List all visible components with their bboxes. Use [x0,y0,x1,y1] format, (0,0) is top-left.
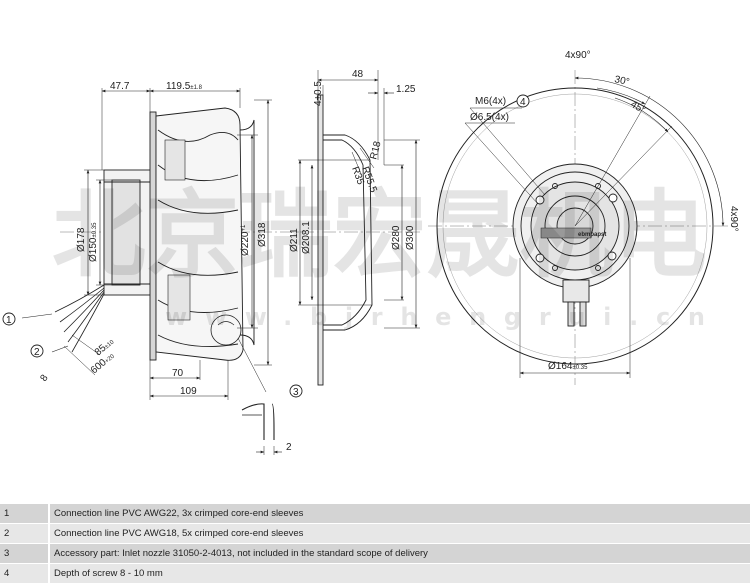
dim-119-5: 119.5±1.8 [166,81,203,92]
legend-num: 3 [0,543,50,564]
dim-4-5: 4±0.5 [313,81,324,106]
radius-18: R18 [368,140,383,161]
dim-2: 2 [286,442,292,453]
watermark-chinese: 北京瑞宏晟机电 [52,181,707,291]
dim-280: Ø280 [391,225,402,250]
legend-text: Connection line PVC AWG22, 3x crimped co… [49,504,750,524]
dim-30-deg: 30° [613,74,630,88]
dim-318: Ø318 [257,222,268,247]
legend-row: 4 Depth of screw 8 - 10 mm [0,563,750,584]
legend-num: 2 [0,523,50,544]
dim-150: Ø150±0.35 [88,222,99,262]
detail-circle [210,314,242,346]
svg-text:4: 4 [520,97,526,108]
dim-4x90-vertical: 4x90° [728,206,739,232]
svg-text:1: 1 [6,315,12,326]
dim-8: 8 [38,372,50,383]
dim-47-7: 47.7 [110,81,130,92]
dim-211: Ø211 [289,228,300,252]
ebmpapst-logo: ebmpapst [578,232,606,238]
legend-num: 4 [0,563,50,584]
hole-6-5: Ø6.5(4x) [470,112,509,123]
dim-48: 48 [352,69,364,80]
dim-220: Ø220+1 [240,224,251,256]
legend-text: Connection line PVC AWG18, 5x crimped co… [49,523,750,544]
legend-num: 1 [0,504,50,524]
dim-109: 109 [180,386,197,397]
legend-row: 3 Accessory part: Inlet nozzle 31050-2-4… [0,543,750,564]
svg-text:3: 3 [293,387,299,398]
cable-bundle [21,284,105,376]
terminal-box [562,279,590,303]
dim-1-25: 1.25 [396,84,416,95]
legend-table: 1 Connection line PVC AWG22, 3x crimped … [0,504,750,584]
legend-row: 1 Connection line PVC AWG22, 3x crimped … [0,504,750,524]
legend-row: 2 Connection line PVC AWG18, 5x crimped … [0,523,750,544]
dim-164: Ø164±0.35 [548,361,588,372]
section-view [298,70,420,386]
front-view [428,70,735,385]
watermark-latin: www.bjrhengrui.cn [165,303,705,331]
technical-drawing: 47.7 119.5±1.8 Ø178 Ø150±0.35 Ø220+1 Ø31… [2,50,739,455]
legend-text: Accessory part: Inlet nozzle 31050-2-401… [49,543,750,564]
dim-70: 70 [172,368,184,379]
dim-300: Ø300 [405,225,416,250]
callout-3: 3 [289,384,303,398]
dim-208-1: Ø208.1 [301,221,312,254]
callout-1: 1 [2,312,16,326]
callout-2: 2 [30,344,44,358]
callout-4: 4 [516,94,530,108]
legend-text: Depth of screw 8 - 10 mm [49,563,750,584]
dim-4x90: 4x90° [565,50,591,61]
svg-text:2: 2 [34,347,40,358]
side-view [21,88,300,455]
side-view-dimensions: 47.7 119.5±1.8 Ø178 Ø150±0.35 Ø220+1 Ø31… [38,81,292,453]
dim-178: Ø178 [76,227,87,252]
thread-m6: M6(4x) [475,96,506,107]
